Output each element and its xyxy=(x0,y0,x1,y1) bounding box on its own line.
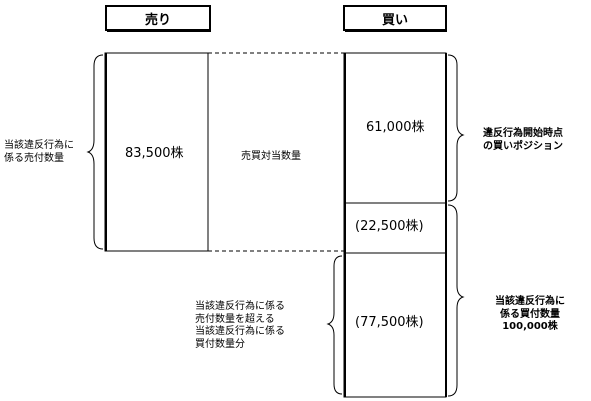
sell-quantity-label: 83,500株 xyxy=(125,146,184,161)
right-brace-total xyxy=(447,204,465,397)
excess-brace xyxy=(326,255,343,395)
right-position-annotation: 違反行為開始時点 の買いポジション xyxy=(483,128,563,152)
right-brace-position xyxy=(447,54,465,202)
buy-middle-label: (22,500株) xyxy=(355,219,424,234)
sell-header: 売り xyxy=(144,12,171,28)
buy-position-label: 61,000株 xyxy=(366,120,425,135)
matched-quantity-label: 売買対当数量 xyxy=(241,151,301,162)
left-sell-annotation: 当該違反行為に 係る売付数量 xyxy=(4,140,74,164)
right-total-annotation: 当該違反行為に 係る買付数量 100,000株 xyxy=(495,296,565,332)
excess-annotation: 当該違反行為に係る 売付数量を超える 当該違反行為に係る 買付数量分 xyxy=(195,301,285,350)
buy-header: 買い xyxy=(381,12,408,28)
left-brace xyxy=(86,54,104,250)
sell-header-box xyxy=(105,5,211,31)
buy-column-box xyxy=(343,52,447,398)
buy-excess-label: (77,500株) xyxy=(355,315,424,330)
buy-header-box xyxy=(343,5,447,31)
